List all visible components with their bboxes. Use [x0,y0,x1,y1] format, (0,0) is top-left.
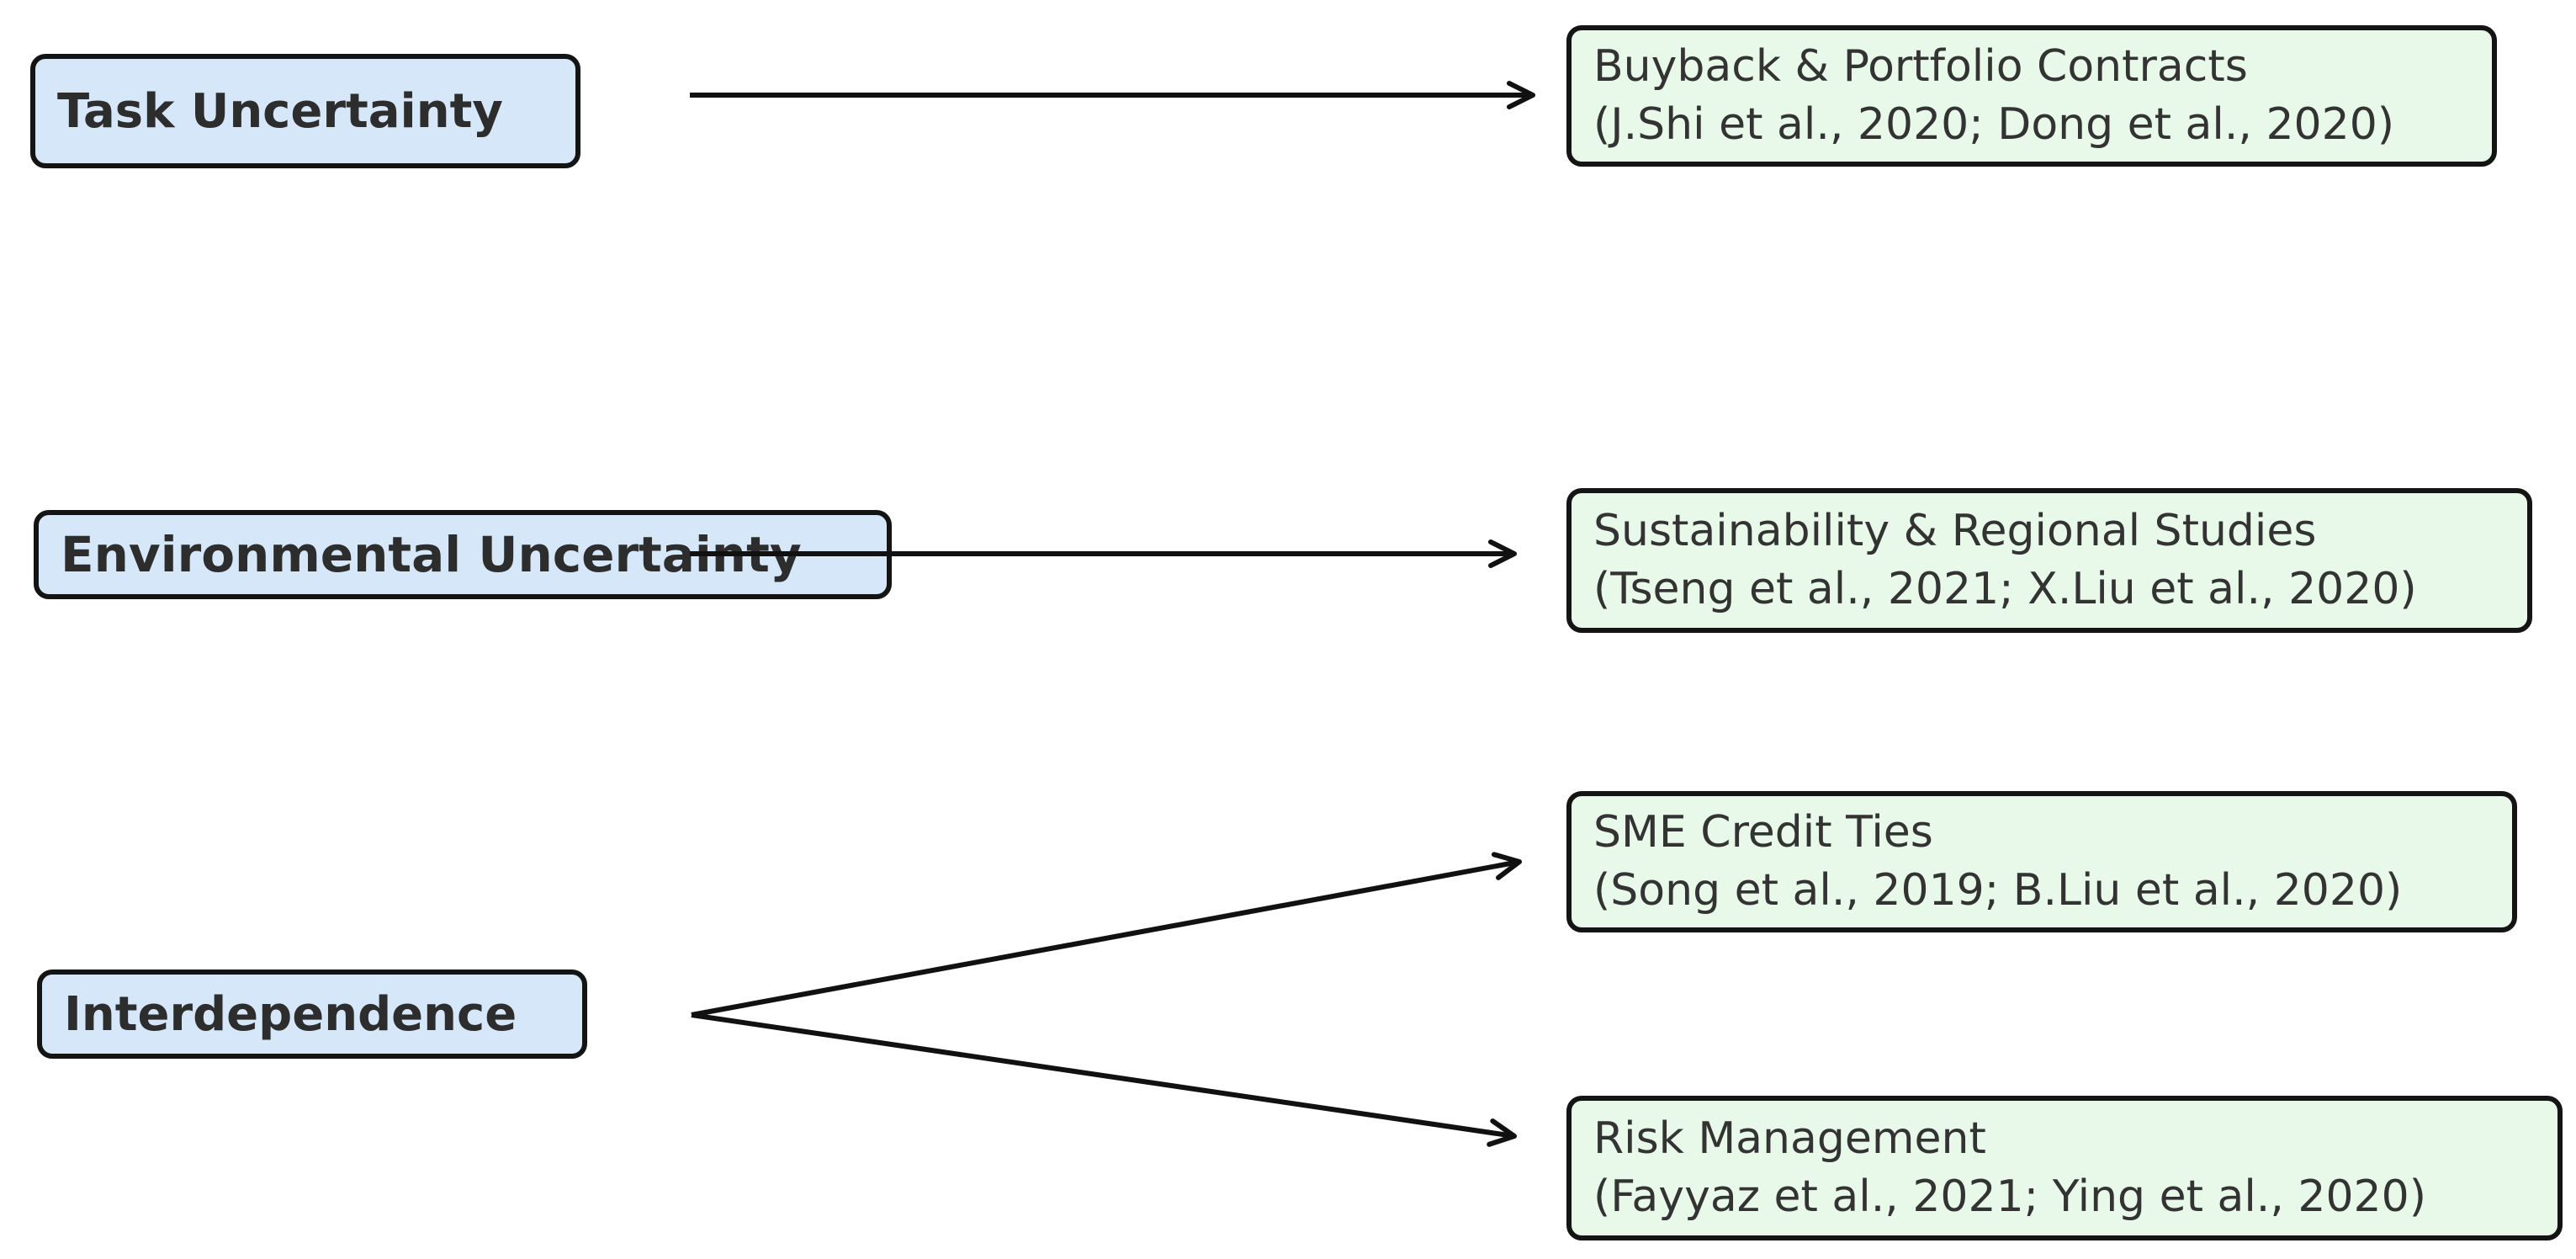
cluster-citations: (Tseng et al., 2021; X.Liu et al., 2020) [1593,564,2417,614]
cluster-citations: (Fayyaz et al., 2021; Ying et al., 2020) [1593,1171,2427,1222]
arrow-interdependence-to-risk [691,1012,1517,1147]
node-label: Interdependence [64,986,517,1042]
node-sme-credit-ties: SME Credit Ties (Song et al., 2019; B.Li… [1566,791,2517,932]
node-risk-management: Risk Management (Fayyaz et al., 2021; Yi… [1566,1096,2563,1240]
cluster-citations: (J.Shi et al., 2020; Dong et al., 2020) [1593,99,2395,150]
cluster-title: Buyback & Portfolio Contracts [1593,41,2248,93]
node-task-uncertainty: Task Uncertainty [30,54,580,168]
node-sustainability-regional-studies: Sustainability & Regional Studies (Tseng… [1566,488,2532,633]
node-label: Environmental Uncertainty [61,526,802,583]
node-interdependence: Interdependence [37,969,587,1059]
cluster-title: Sustainability & Regional Studies [1593,506,2317,557]
cluster-citations: (Song et al., 2019; B.Liu et al., 2020) [1593,865,2403,916]
arrow-interdependence-to-sme [691,852,1522,1017]
cluster-title: Risk Management [1593,1113,1986,1165]
cluster-title: SME Credit Ties [1593,807,1933,858]
node-label: Task Uncertainty [57,83,503,139]
node-buyback-portfolio-contracts: Buyback & Portfolio Contracts (J.Shi et … [1566,25,2497,167]
node-environmental-uncertainty: Environmental Uncertainty [34,510,892,599]
